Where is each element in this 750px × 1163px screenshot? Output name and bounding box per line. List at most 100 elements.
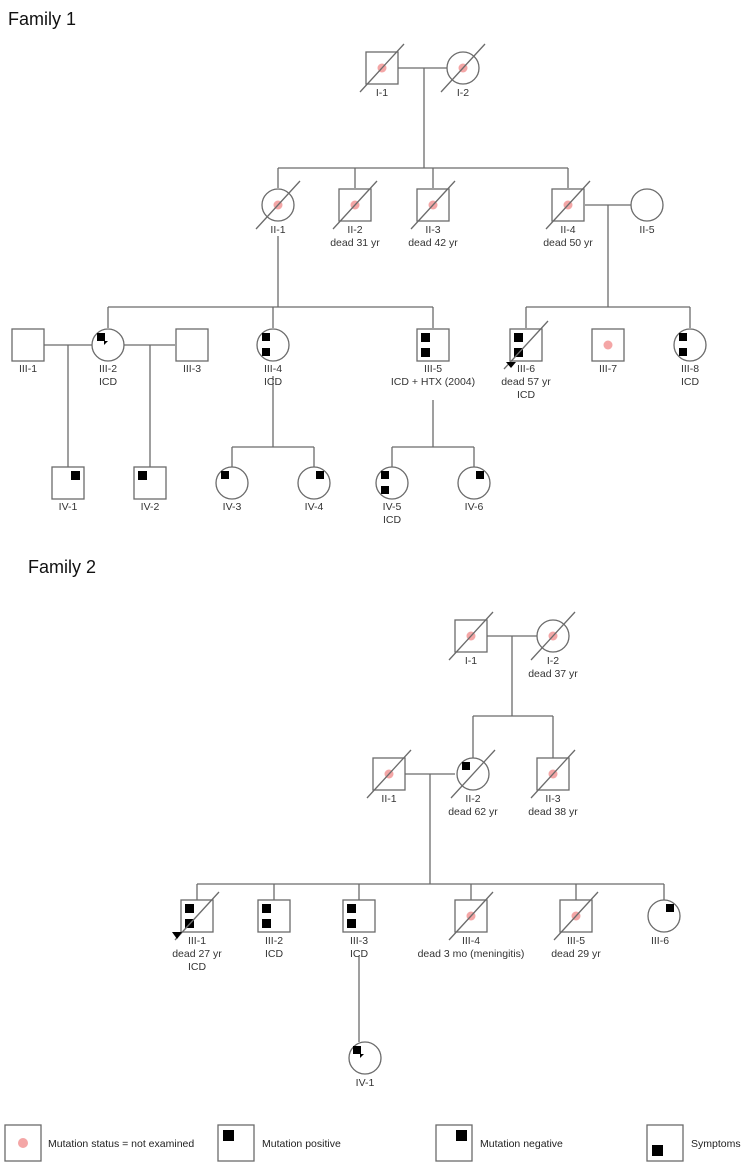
f1-person-III-8: III-8 ICD: [673, 328, 707, 388]
f1-person-II-1: II-1: [255, 180, 301, 236]
f1-person-III-7: III-7: [591, 328, 625, 375]
svg-text:ICD: ICD: [99, 376, 118, 388]
svg-text:III-4: III-4: [264, 363, 282, 375]
f2-person-III-5: III-5 dead 29 yr: [551, 891, 601, 960]
f2-person-III-4: III-4 dead 3 mo (meningitis): [418, 891, 525, 960]
family2-title: Family 2: [28, 557, 96, 577]
svg-text:III-6: III-6: [517, 363, 535, 375]
svg-text:dead 31 yr: dead 31 yr: [330, 237, 380, 249]
svg-text:ICD: ICD: [517, 389, 536, 401]
svg-text:ICD: ICD: [188, 961, 207, 973]
svg-text:III-2: III-2: [99, 363, 117, 375]
legend-positive: Mutation positive: [217, 1124, 341, 1162]
f1-person-IV-6: IV-6: [457, 466, 491, 513]
svg-text:III-5: III-5: [424, 363, 442, 375]
svg-text:Mutation status = not examined: Mutation status = not examined: [48, 1138, 194, 1150]
f2-person-I-1: I-1: [448, 611, 494, 667]
svg-text:dead 57 yr: dead 57 yr: [501, 376, 551, 388]
svg-text:IV-4: IV-4: [305, 501, 324, 513]
svg-text:IV-1: IV-1: [59, 501, 78, 513]
f2-person-II-2: II-2 dead 62 yr: [448, 749, 498, 818]
svg-text:Mutation positive: Mutation positive: [262, 1138, 341, 1150]
svg-text:Symptoms: Symptoms: [691, 1138, 741, 1150]
legend-not-examined: Mutation status = not examined: [4, 1124, 194, 1162]
svg-text:II-2: II-2: [465, 793, 480, 805]
svg-text:dead 29 yr: dead 29 yr: [551, 948, 601, 960]
f1-person-IV-3: IV-3: [215, 466, 249, 513]
svg-text:III-8: III-8: [681, 363, 699, 375]
svg-text:II-1: II-1: [381, 793, 396, 805]
svg-text:II-4: II-4: [560, 224, 575, 236]
f1-person-III-4: III-4 ICD: [256, 328, 290, 388]
svg-text:II-3: II-3: [425, 224, 440, 236]
svg-text:II-1: II-1: [270, 224, 285, 236]
svg-text:III-1: III-1: [188, 935, 206, 947]
svg-text:IV-5: IV-5: [383, 501, 402, 513]
svg-text:dead 42 yr: dead 42 yr: [408, 237, 458, 249]
family1-lines: [44, 67, 691, 467]
svg-text:IV-6: IV-6: [465, 501, 484, 513]
f2-person-II-3: II-3 dead 38 yr: [528, 749, 578, 818]
svg-text:III-7: III-7: [599, 363, 617, 375]
f1-person-II-4: II-4 dead 50 yr: [543, 180, 593, 249]
family1-title: Family 1: [8, 9, 76, 29]
svg-text:I-1: I-1: [376, 87, 388, 99]
svg-text:III-3: III-3: [350, 935, 368, 947]
proband-arrow-icon: [172, 932, 182, 939]
svg-text:II-5: II-5: [639, 224, 654, 236]
legend-negative: Mutation negative: [435, 1124, 563, 1162]
svg-text:III-2: III-2: [265, 935, 283, 947]
f1-person-IV-1: IV-1: [51, 466, 85, 513]
legend: Mutation status = not examined Mutation …: [4, 1124, 741, 1162]
svg-text:dead 37 yr: dead 37 yr: [528, 668, 578, 680]
f1-person-II-5: II-5: [630, 188, 664, 236]
f1-person-IV-2: IV-2: [133, 466, 167, 513]
svg-text:III-3: III-3: [183, 363, 201, 375]
svg-text:IV-1: IV-1: [356, 1077, 375, 1089]
svg-text:dead 62 yr: dead 62 yr: [448, 806, 498, 818]
svg-text:dead 3 mo (meningitis): dead 3 mo (meningitis): [418, 948, 525, 960]
f1-person-III-5: III-5 ICD + HTX (2004): [391, 328, 475, 388]
svg-text:IV-2: IV-2: [141, 501, 160, 513]
family2-lines: [196, 635, 665, 1042]
legend-symptoms: Symptoms: [646, 1124, 741, 1162]
f1-person-III-2: III-2 ICD: [91, 328, 125, 388]
svg-text:dead 38 yr: dead 38 yr: [528, 806, 578, 818]
f2-person-II-1: II-1: [366, 749, 412, 805]
svg-text:III-6: III-6: [651, 935, 669, 947]
svg-text:ICD: ICD: [383, 514, 402, 526]
svg-text:II-3: II-3: [545, 793, 560, 805]
f1-person-III-1: III-1: [11, 328, 45, 375]
svg-text:ICD: ICD: [681, 376, 700, 388]
svg-text:III-1: III-1: [19, 363, 37, 375]
f1-person-I-1: I-1: [359, 43, 405, 99]
f2-person-III-6: III-6: [647, 899, 681, 947]
f2-person-III-3: III-3 ICD: [342, 899, 376, 960]
f1-person-II-3: II-3 dead 42 yr: [408, 180, 458, 249]
f2-person-III-1: III-1 dead 27 yr ICD: [172, 891, 222, 973]
svg-text:ICD: ICD: [265, 948, 284, 960]
f1-person-I-2: I-2: [440, 43, 486, 99]
f1-person-IV-4: IV-4: [297, 466, 331, 513]
f2-person-III-2: III-2 ICD: [257, 899, 291, 960]
proband-arrow-icon: [506, 362, 516, 368]
svg-text:dead 50 yr: dead 50 yr: [543, 237, 593, 249]
f1-person-III-3: III-3: [175, 328, 209, 375]
svg-text:I-1: I-1: [465, 655, 477, 667]
svg-text:I-2: I-2: [547, 655, 559, 667]
svg-text:dead 27 yr: dead 27 yr: [172, 948, 222, 960]
svg-text:IV-3: IV-3: [223, 501, 242, 513]
f1-person-II-2: II-2 dead 31 yr: [330, 180, 380, 249]
svg-text:II-2: II-2: [347, 224, 362, 236]
svg-text:I-2: I-2: [457, 87, 469, 99]
svg-text:III-5: III-5: [567, 935, 585, 947]
svg-text:ICD: ICD: [350, 948, 369, 960]
svg-text:III-4: III-4: [462, 935, 480, 947]
f1-person-III-6: III-6 dead 57 yr ICD: [501, 320, 551, 401]
f1-person-IV-5: IV-5 ICD: [375, 466, 409, 526]
svg-text:ICD + HTX (2004): ICD + HTX (2004): [391, 376, 475, 388]
f2-person-IV-1: IV-1: [348, 1041, 382, 1089]
svg-text:ICD: ICD: [264, 376, 283, 388]
svg-text:Mutation negative: Mutation negative: [480, 1138, 563, 1150]
